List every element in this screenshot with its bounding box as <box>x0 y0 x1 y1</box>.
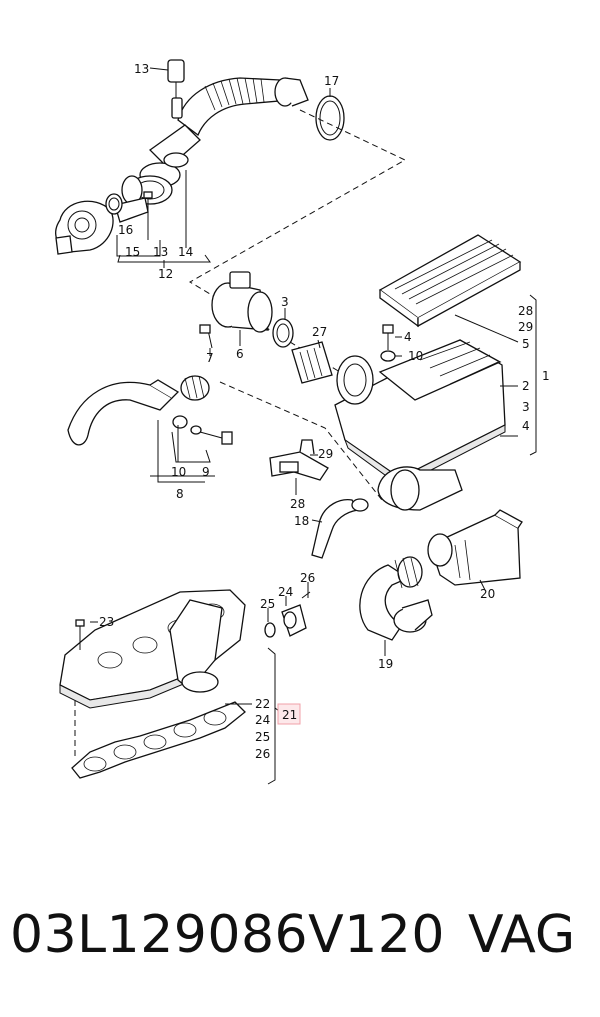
leader-lines <box>90 67 537 785</box>
callout-5: 5 <box>522 337 530 351</box>
callout-19: 19 <box>378 657 393 671</box>
callout-22: 22 <box>255 697 270 711</box>
callout-27: 27 <box>312 325 327 339</box>
callout-9: 9 <box>202 465 210 479</box>
callout-28-bracket: 28 <box>290 497 305 511</box>
callout-25-top: 25 <box>260 597 275 611</box>
callout-16: 16 <box>118 223 133 237</box>
maf-sensor-section <box>199 271 333 384</box>
bracket-assembly <box>269 439 329 481</box>
air-filter-housing <box>334 234 522 511</box>
middle-air-duct <box>67 375 233 446</box>
intake-manifold <box>59 589 311 779</box>
footer: 03L129086V120 VAG <box>0 905 600 975</box>
callout-28-top: 28 <box>518 304 533 318</box>
exploded-parts-diagram: 13 17 16 15 13 14 12 28 29 5 3 27 4 10 1… <box>55 59 550 785</box>
brand-label: VAG <box>468 905 576 965</box>
callout-1: 1 <box>542 369 550 383</box>
callout-4-housing: 4 <box>522 419 530 433</box>
callout-24-top: 24 <box>278 585 293 599</box>
callout-18: 18 <box>294 514 309 528</box>
callout-3-housing: 3 <box>522 400 530 414</box>
callout-24-bottom: 24 <box>255 713 270 727</box>
callout-15: 15 <box>125 245 140 259</box>
callout-26-top: 26 <box>300 571 315 585</box>
callout-6: 6 <box>236 347 244 361</box>
callout-10-duct: 10 <box>171 465 186 479</box>
callout-7: 7 <box>206 351 214 365</box>
callout-13-bottom: 13 <box>153 245 168 259</box>
callout-29-top: 29 <box>518 320 533 334</box>
callout-29-bracket: 29 <box>318 447 333 461</box>
callout-14: 14 <box>178 245 193 259</box>
callout-3-gasket: 3 <box>281 295 289 309</box>
callout-2: 2 <box>522 379 530 393</box>
part-number: 03L129086V120 <box>10 905 445 965</box>
callout-20: 20 <box>480 587 495 601</box>
callout-21: 21 <box>282 708 297 722</box>
callout-10-grommet: 10 <box>408 349 423 363</box>
callout-26-bottom: 26 <box>255 747 270 761</box>
callout-23: 23 <box>99 615 114 629</box>
callout-17: 17 <box>324 74 339 88</box>
callout-4-bolt: 4 <box>404 330 412 344</box>
callout-labels: 13 17 16 15 13 14 12 28 29 5 3 27 4 10 1… <box>99 62 550 761</box>
callout-12: 12 <box>158 267 173 281</box>
upper-intake-hose-assembly <box>55 59 345 255</box>
callout-25-bottom: 25 <box>255 730 270 744</box>
callout-8: 8 <box>176 487 184 501</box>
callout-13-top: 13 <box>134 62 149 76</box>
breather-hose <box>311 498 369 559</box>
lower-ducts <box>359 509 523 641</box>
highlight-box-21 <box>277 703 301 725</box>
